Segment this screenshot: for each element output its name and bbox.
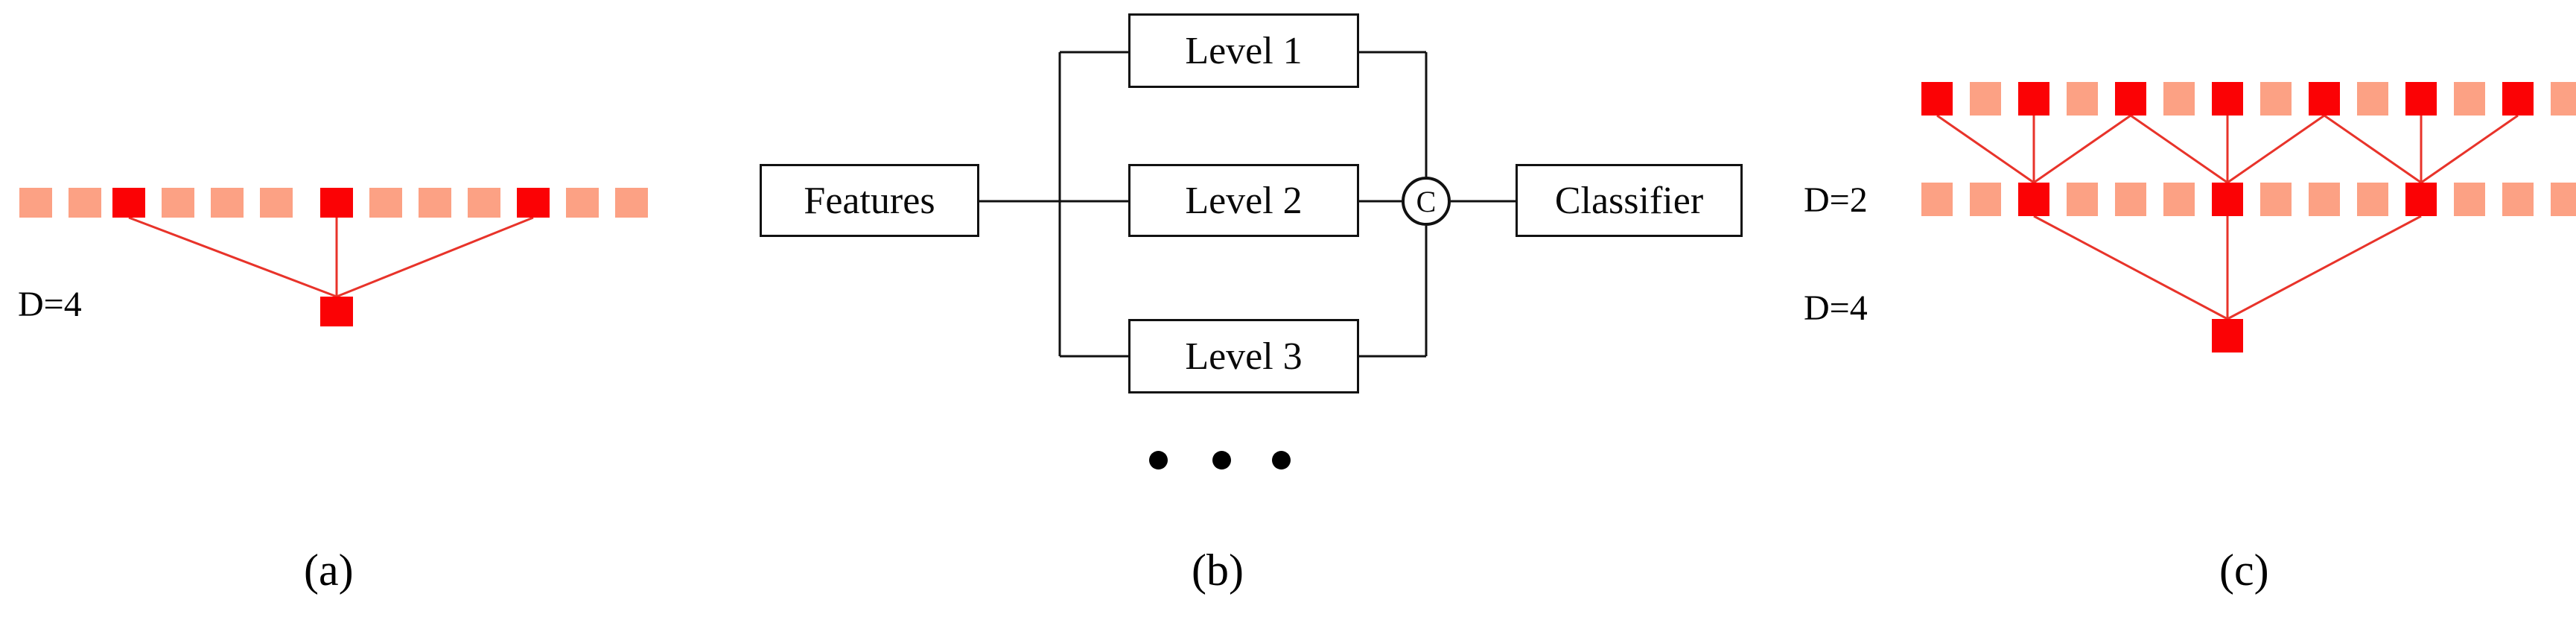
panel-c-l1-g3-left xyxy=(2324,114,2422,184)
panel-a-cell-12 xyxy=(615,188,648,218)
level-2-box[interactable]: Level 2 xyxy=(1128,164,1359,237)
panel-c-mid-cell-6 xyxy=(2163,183,2195,216)
ellipsis-dot-2 xyxy=(1212,451,1231,470)
panel-c-l1-g1-left xyxy=(1936,114,2035,184)
panel-c-l2-right xyxy=(2227,215,2422,320)
features-box-label: Features xyxy=(804,179,935,222)
panel-c-output-cell xyxy=(2212,319,2243,352)
classifier-box[interactable]: Classifier xyxy=(1516,164,1743,237)
panel-c-mid-cell-11 xyxy=(2454,183,2485,216)
panel-a-caption: (a) xyxy=(304,546,354,595)
panel-a-edge-right xyxy=(336,216,534,298)
panel-c-top-cell-0 xyxy=(1921,82,1953,116)
panel-c-mid-cell-2 xyxy=(1970,183,2001,216)
panel-a-cell-2 xyxy=(112,188,145,218)
panel-b-caption: (b) xyxy=(1192,546,1244,595)
ellipsis-dot-3 xyxy=(1272,451,1291,470)
panel-c-top-cell-3 xyxy=(2067,82,2098,116)
panel-c-mid-cell-13 xyxy=(2551,183,2576,216)
ellipsis-dot-1 xyxy=(1149,451,1168,470)
panel-c-l1-g1-right xyxy=(2033,114,2131,184)
panel-c-top-cell-13 xyxy=(2551,82,2576,116)
panel-a-cell-4 xyxy=(211,188,244,218)
panel-c-connectors-layer2 xyxy=(2033,215,2422,320)
panel-a-cell-3 xyxy=(162,188,194,218)
panel-c-top-cell-1 xyxy=(1970,82,2001,116)
level-2-label: Level 2 xyxy=(1185,179,1303,222)
panel-c-top-cell-9 xyxy=(2357,82,2388,116)
panel-b-connectors xyxy=(979,51,1516,358)
panel-c-caption: (c) xyxy=(2219,546,2269,595)
panel-c-label-d2: D=2 xyxy=(1804,180,1868,220)
panel-c-top-cell-8 xyxy=(2309,82,2340,116)
panel-a-dilation-label: D=4 xyxy=(18,285,82,324)
panel-c-top-cell-12 xyxy=(2502,82,2534,116)
panel-c-mid-cell-12 xyxy=(2502,183,2534,216)
panel-c-top-cell-4 xyxy=(2115,82,2146,116)
panel-c-top-cell-6 xyxy=(2212,82,2243,116)
panel-c-mid-cell-1 xyxy=(2018,183,2049,216)
panel-c-top-cell-5 xyxy=(2163,82,2195,116)
panel-a-cell-10 xyxy=(517,188,550,218)
panel-a-cell-0 xyxy=(19,188,52,218)
panel-a-edge-left xyxy=(128,216,337,298)
concat-node[interactable]: C xyxy=(1402,177,1451,226)
panel-c-mid-cell-0 xyxy=(1921,183,1953,216)
panel-a-cell-1 xyxy=(69,188,101,218)
panel-c-top-cell-10 xyxy=(2405,82,2437,116)
panel-c-l2-left xyxy=(2033,215,2228,320)
panel-a-cell-6 xyxy=(320,188,353,218)
concat-node-label: C xyxy=(1416,184,1437,218)
features-box[interactable]: Features xyxy=(760,164,979,237)
level-3-box[interactable]: Level 3 xyxy=(1128,319,1359,393)
panel-a-connectors xyxy=(128,216,534,298)
panel-c-l1-g2-right xyxy=(2227,114,2325,184)
panel-c-mid-cell-7 xyxy=(2260,183,2292,216)
level-1-box[interactable]: Level 1 xyxy=(1128,13,1359,88)
panel-c-mid-cell-9 xyxy=(2405,183,2437,216)
panel-c-mid-cell-10 xyxy=(2357,183,2388,216)
panel-c-top-cell-11 xyxy=(2454,82,2485,116)
panel-c-top-cell-7 xyxy=(2260,82,2292,116)
panel-c-connectors-layer1 xyxy=(1936,114,2519,184)
panel-c-mid-cell-8 xyxy=(2309,183,2340,216)
panel-c-l1-g2-left xyxy=(2130,114,2228,184)
panel-c-mid-cell-5 xyxy=(2212,183,2243,216)
panel-c-mid-cell-3 xyxy=(2067,183,2098,216)
panel-a-output-cell xyxy=(320,297,353,326)
panel-c-l1-g3-right xyxy=(2420,114,2519,184)
panel-a-cell-11 xyxy=(566,188,599,218)
panel-c-top-cell-2 xyxy=(2018,82,2049,116)
panel-a-cell-7 xyxy=(369,188,402,218)
panel-a-cell-9 xyxy=(468,188,500,218)
panel-a-cell-8 xyxy=(419,188,451,218)
panel-c-label-d4: D=4 xyxy=(1804,288,1868,328)
classifier-label: Classifier xyxy=(1554,179,1704,222)
level-1-label: Level 1 xyxy=(1185,29,1303,72)
panel-c-mid-cell-4 xyxy=(2115,183,2146,216)
panel-a-cell-5 xyxy=(260,188,293,218)
level-3-label: Level 3 xyxy=(1185,335,1303,378)
